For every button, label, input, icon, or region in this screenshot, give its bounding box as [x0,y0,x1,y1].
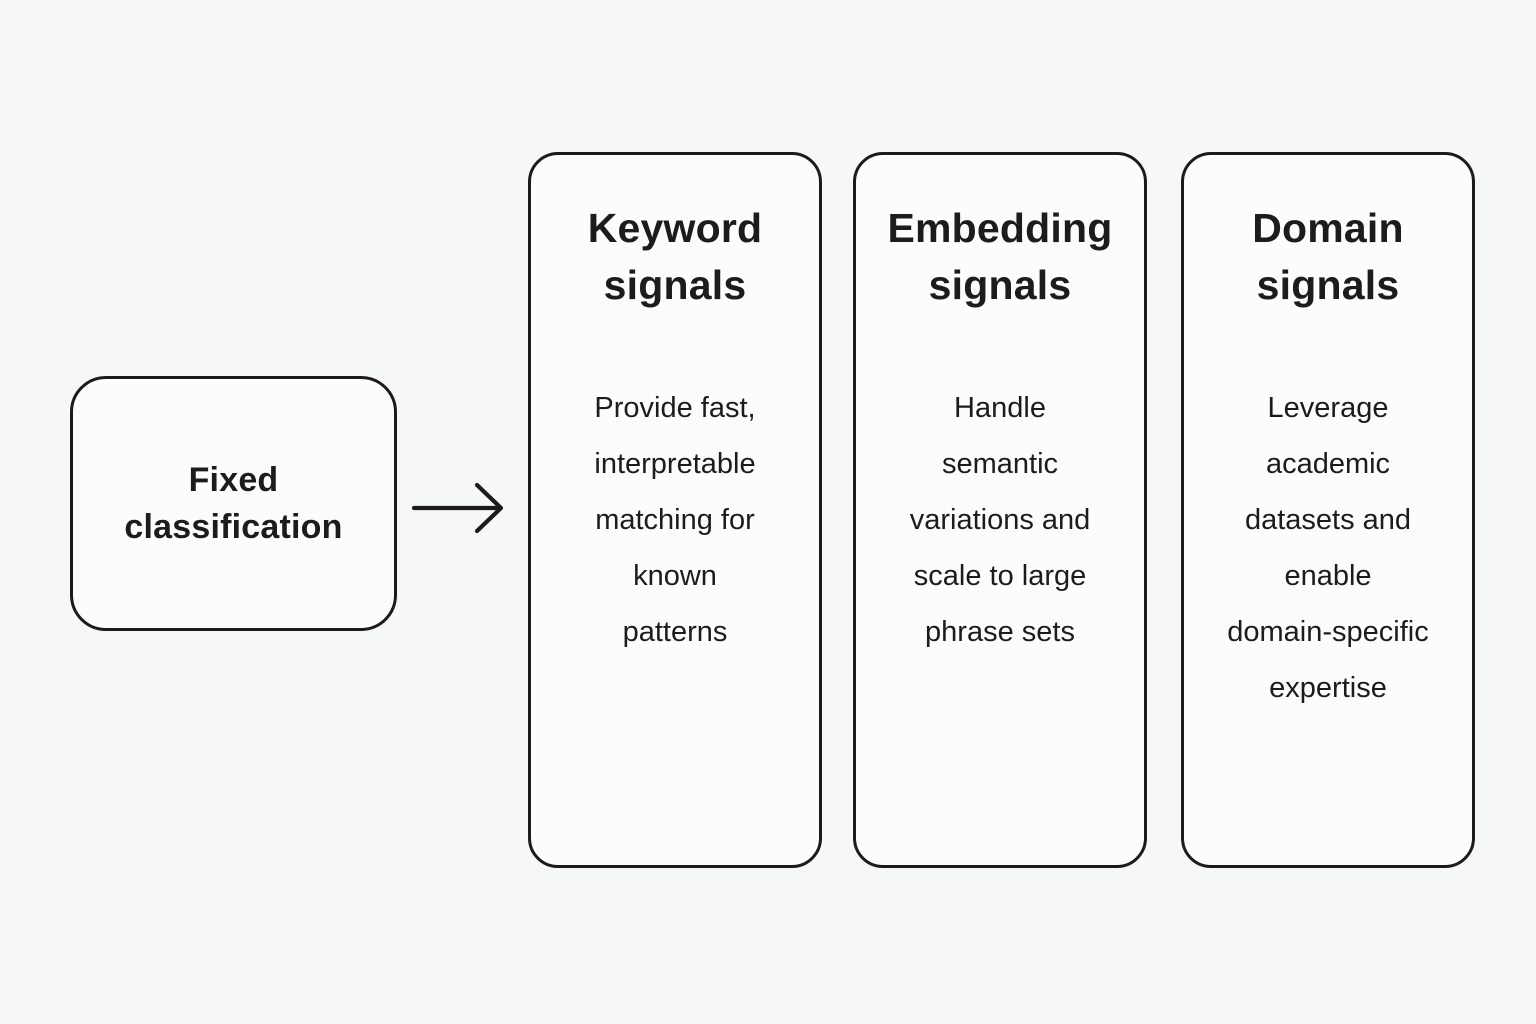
body-line: variations and [909,504,1091,536]
body-line: scale to large [913,560,1087,592]
fixed-classification-box: Fixed classification [70,376,397,631]
body-line: academic [1265,448,1391,480]
domain-signals-body: Leverage academic datasets and enable do… [1190,380,1466,716]
body-line: enable [1284,560,1372,592]
body-line: phrase sets [925,616,1075,648]
fixed-classification-label: Fixed classification [124,460,343,546]
embedding-signals-card: Embedding signals Handle semantic variat… [853,152,1147,868]
body-line: known [633,560,717,592]
body-line: patterns [622,616,728,648]
body-line: Provide fast, [594,392,756,424]
keyword-signals-title: Keyword signals [587,205,763,308]
keyword-signals-card: Keyword signals Provide fast, interpreta… [528,152,822,868]
body-line: domain-specific [1227,616,1429,648]
right-arrow-icon [406,477,510,539]
keyword-signals-body: Provide fast, interpretable matching for… [537,380,813,660]
body-line: matching for [595,504,755,536]
body-line: Handle [954,392,1046,424]
body-line: semantic [941,448,1059,480]
domain-signals-card: Domain signals Leverage academic dataset… [1181,152,1475,868]
body-line: Leverage [1267,392,1389,424]
body-line: datasets and [1244,504,1412,536]
embedding-signals-title: Embedding signals [887,205,1113,308]
domain-signals-title: Domain signals [1252,205,1404,308]
body-line: interpretable [594,448,756,480]
embedding-signals-body: Handle semantic variations and scale to … [862,380,1138,660]
body-line: expertise [1269,672,1387,704]
